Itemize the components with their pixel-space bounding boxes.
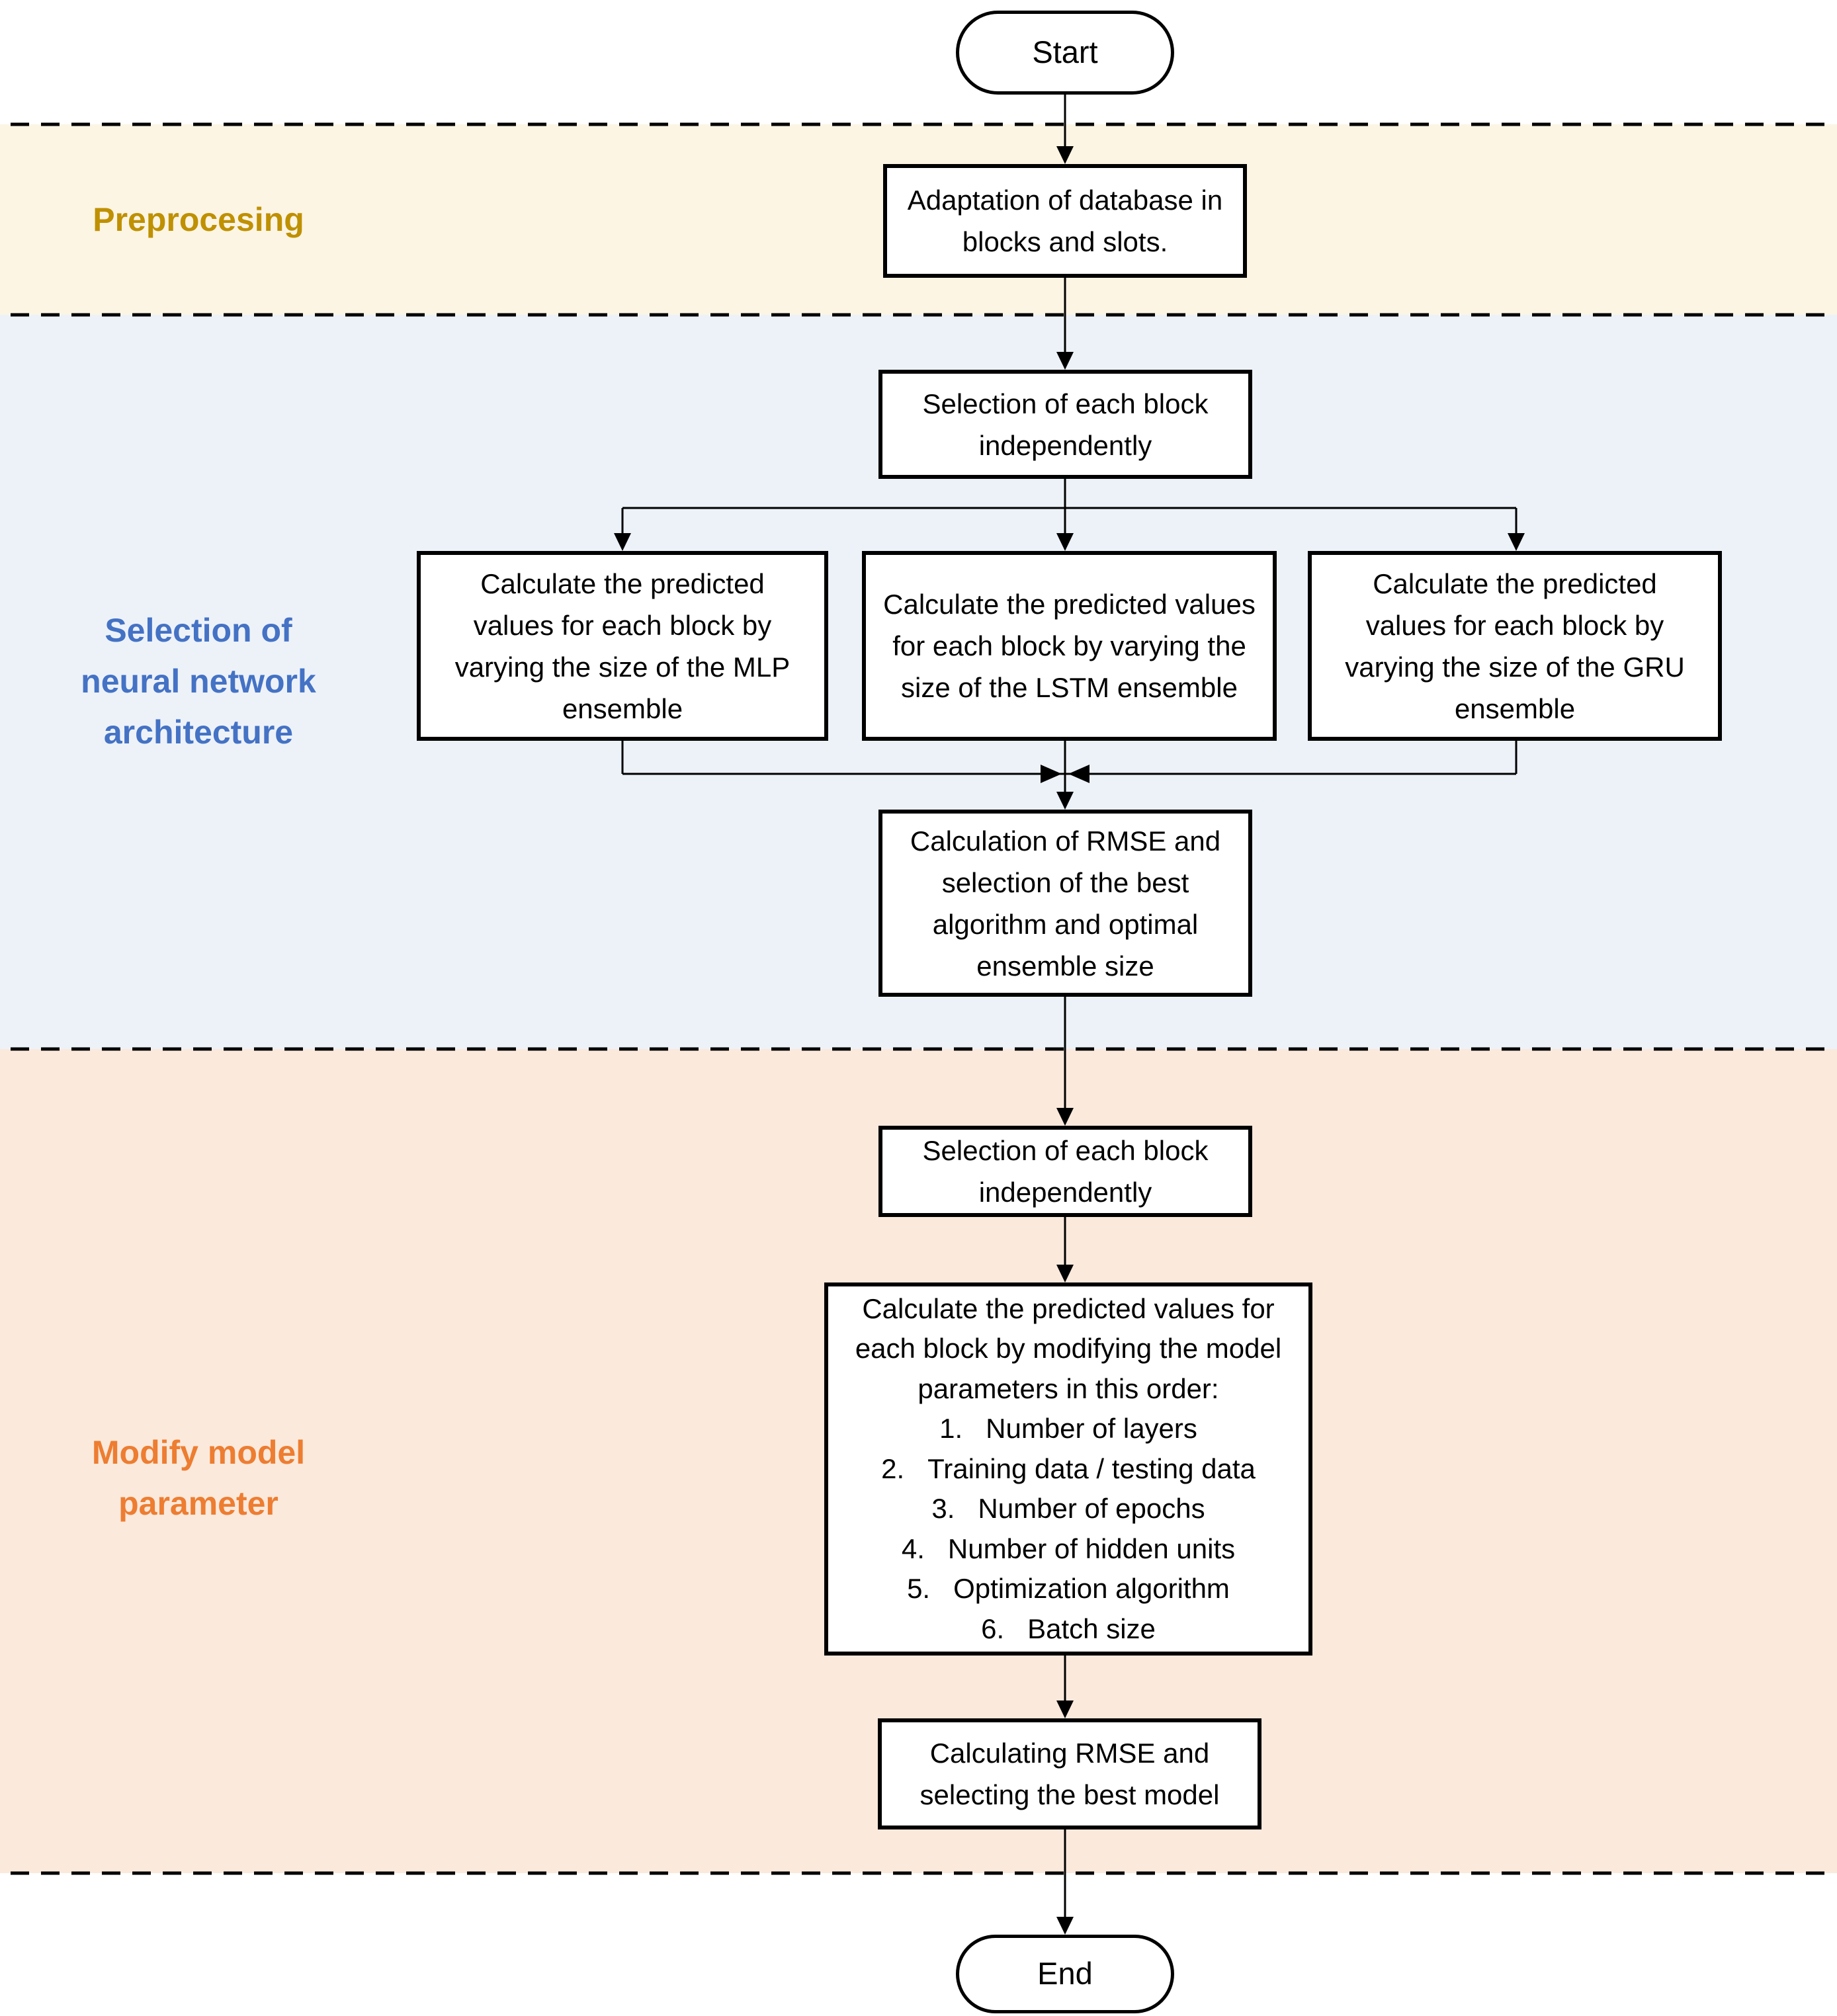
arrowhead-down (1056, 1108, 1074, 1126)
end-terminal: End (956, 1935, 1174, 2013)
band-label-line: Modify model (91, 1434, 306, 1471)
arrowhead-down (1056, 1701, 1074, 1718)
process-block-selection-1: Selection of each block independently (878, 370, 1252, 479)
band-label-modify-parameter: Modify model parameter (26, 1427, 370, 1529)
modify-parameter-item: 6. Batch size (981, 1613, 1156, 1644)
process-gru-ensemble: Calculate the predicted values for each … (1308, 551, 1722, 741)
arrowhead-down (1056, 792, 1074, 810)
arrowhead-down (1508, 533, 1525, 551)
arrowhead-down (1056, 1265, 1074, 1282)
merge-arrowhead-right (1041, 765, 1062, 783)
modify-parameter-item: 2. Training data / testing data (881, 1452, 1256, 1484)
arrowhead-down (1056, 352, 1074, 370)
merge-arrowhead-left (1068, 765, 1089, 783)
modify-parameter-item: 4. Number of hidden units (901, 1533, 1236, 1564)
arrowhead-down (1056, 146, 1074, 164)
arrowhead-down (614, 533, 631, 551)
process-block-selection-2: Selection of each block independently (878, 1126, 1252, 1217)
process-modify-model-parameters: Calculate the predicted values for each … (824, 1282, 1312, 1656)
modify-parameters-intro: Calculate the predicted values for each … (855, 1292, 1282, 1404)
arrowhead-down (1056, 1917, 1074, 1935)
process-rmse-best-model: Calculating RMSE and selecting the best … (878, 1718, 1261, 1829)
band-label-preprocessing: Preprocesing (93, 201, 304, 238)
start-terminal: Start (956, 11, 1174, 95)
flow-connector-lines (621, 95, 1517, 1919)
band-label-line: Selection of (105, 612, 292, 649)
band-label-line: neural network (81, 663, 316, 700)
modify-parameter-item: 1. Number of layers (939, 1413, 1197, 1445)
modify-parameter-item: 3. Number of epochs (931, 1493, 1205, 1525)
process-rmse-algorithm-selection: Calculation of RMSE and selection of the… (878, 810, 1252, 997)
modify-parameter-item: 5. Optimization algorithm (907, 1573, 1230, 1605)
band-label-line: architecture (103, 714, 294, 751)
process-mlp-ensemble: Calculate the predicted values for each … (417, 551, 828, 741)
process-lstm-ensemble: Calculate the predicted values for each … (862, 551, 1277, 741)
process-adaptation-database: Adaptation of database in blocks and slo… (883, 164, 1247, 278)
band-label-line: parameter (118, 1485, 278, 1522)
arrowhead-down (1056, 533, 1074, 551)
band-label-architecture: Selection of neural network architecture (26, 605, 370, 758)
